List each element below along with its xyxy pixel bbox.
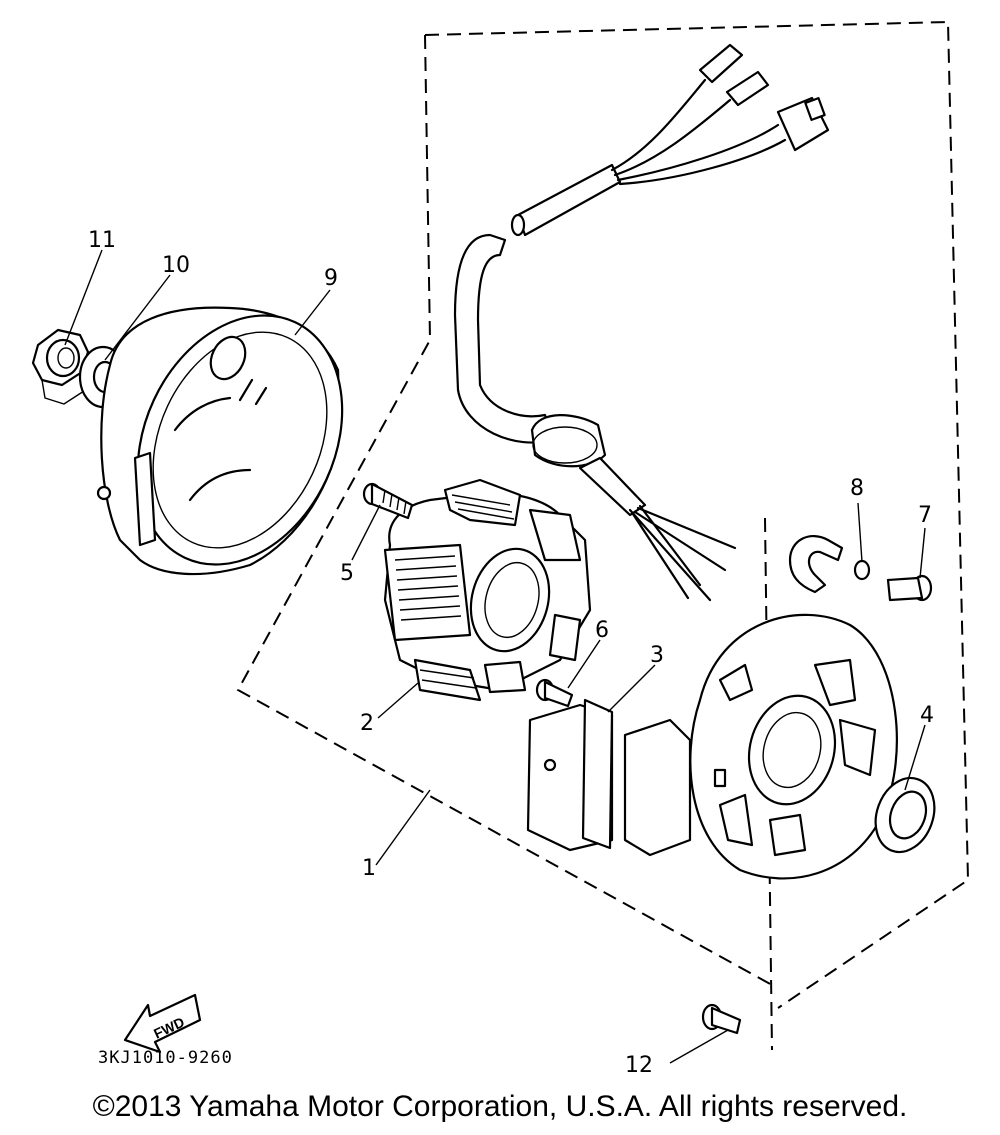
lead-clamp-part [788, 534, 844, 594]
callout-12: 12 [625, 1053, 653, 1078]
stator-part [383, 478, 592, 702]
callout-5: 5 [340, 561, 354, 586]
washer-8-part [853, 559, 871, 581]
callout-2: 2 [360, 711, 374, 736]
leader-lines [64, 249, 926, 1064]
callout-labels: 11 10 9 8 7 5 6 3 2 4 1 12 [88, 228, 934, 1078]
callout-6: 6 [595, 618, 609, 643]
callout-11: 11 [88, 228, 116, 253]
callout-7: 7 [918, 503, 932, 528]
pickup-coil-part [526, 698, 692, 857]
copyright-notice: ©2013 Yamaha Motor Corporation, U.S.A. A… [92, 1090, 908, 1123]
callout-1: 1 [362, 856, 376, 881]
oil-seal-part [874, 776, 936, 854]
callout-10: 10 [162, 253, 190, 278]
callout-8: 8 [850, 476, 864, 501]
screw-12-part [701, 1003, 742, 1035]
stator-base-plate-part [689, 613, 898, 880]
screw-7-part [886, 574, 933, 602]
nut-part [31, 328, 90, 405]
callout-3: 3 [650, 643, 664, 668]
screw-5-part [362, 482, 414, 520]
callout-4: 4 [920, 703, 934, 728]
part-code: 3KJ1010-9260 [98, 1048, 233, 1068]
fwd-direction-arrow: FWD [123, 993, 202, 1054]
screw-6-part [535, 678, 574, 708]
wire-harness-part [453, 43, 830, 602]
flywheel-rotor-part [96, 306, 344, 576]
callout-9: 9 [324, 266, 338, 291]
